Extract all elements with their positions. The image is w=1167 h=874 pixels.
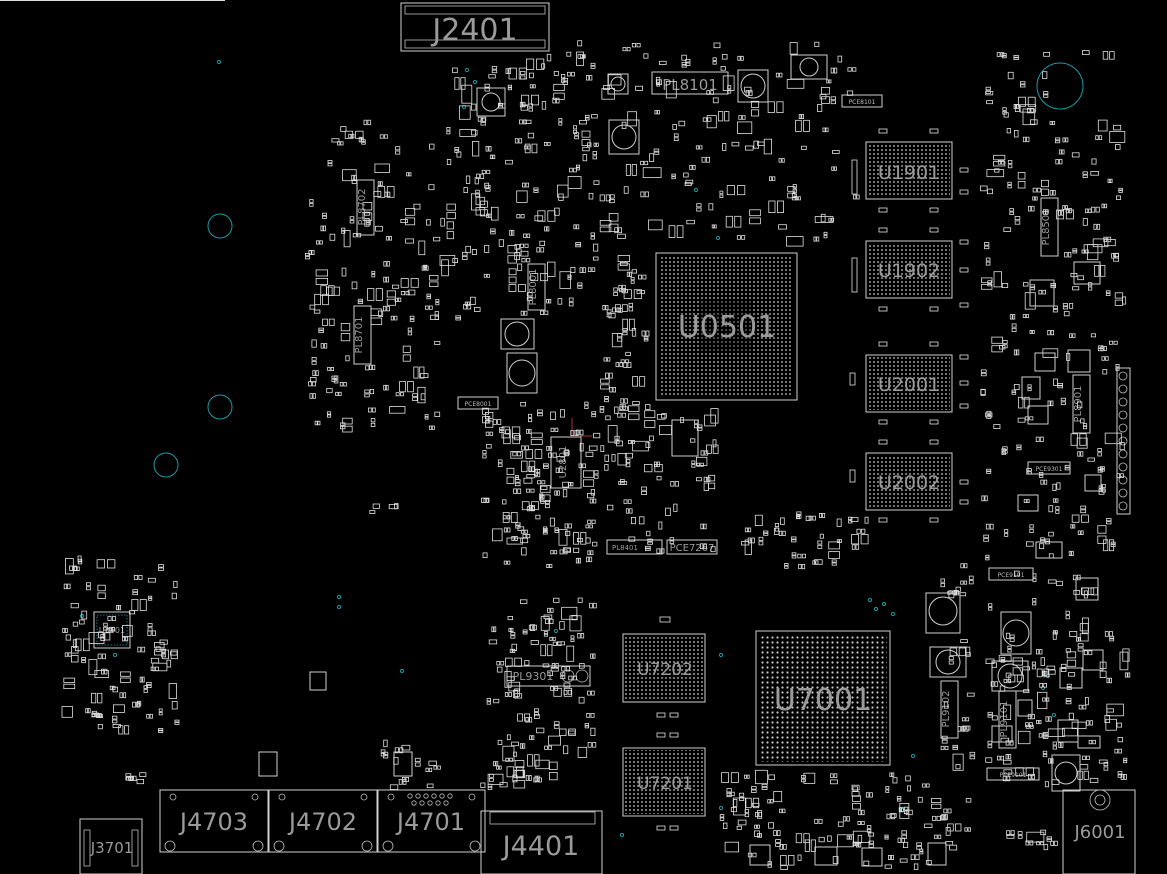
- inductor-pl8701[interactable]: PL8701: [353, 305, 372, 365]
- cap-pce9101-lower[interactable]: PCE9101: [986, 767, 1040, 781]
- label-pl9102: PL9102: [941, 690, 952, 727]
- label-j2401: J2401: [430, 13, 517, 48]
- chip-u2001[interactable]: U2001: [865, 354, 953, 413]
- inductor-pl8901[interactable]: PL8901: [1072, 374, 1091, 434]
- memory-side-pads: [849, 128, 969, 523]
- label-pl8901: PL8901: [1073, 385, 1084, 422]
- u72-pads: [656, 616, 679, 831]
- cap-pce7267[interactable]: PCE7267: [666, 539, 718, 555]
- misc-footprints: [258, 261, 1104, 867]
- label-pl8702: PL8702: [357, 188, 368, 225]
- label-j6001: J6001: [1073, 822, 1125, 843]
- label-pl8501: PL8501: [1041, 208, 1052, 245]
- mounting-holes: [153, 62, 1084, 478]
- cap-pce8001[interactable]: PCE8001: [457, 396, 499, 410]
- label-pl9301: PL9301: [513, 670, 554, 683]
- label-j4703: J4703: [178, 808, 248, 836]
- chip-u7201[interactable]: U7201: [622, 747, 706, 817]
- label-pce7267: PCE7267: [670, 543, 715, 554]
- label-pl8701: PL8701: [354, 316, 365, 353]
- label-u2801: U2801: [558, 446, 569, 479]
- cap-pce9101[interactable]: PCE9101: [988, 567, 1034, 581]
- chip-u0501[interactable]: U0501: [655, 252, 798, 401]
- label-u1902: U1902: [878, 260, 940, 282]
- label-j4702: J4702: [287, 808, 357, 836]
- label-pl9101: PL9101: [999, 700, 1010, 737]
- label-u7001: U7001: [774, 683, 872, 718]
- inductor-pl8401[interactable]: PL8401: [606, 539, 663, 555]
- chip-u2801[interactable]: U2801: [550, 436, 582, 489]
- label-u1901: U1901: [878, 162, 940, 184]
- label-j3701: J3701: [90, 839, 134, 857]
- connector-j6001[interactable]: J6001: [1062, 789, 1136, 874]
- label-pl8401: PL8401: [612, 544, 638, 552]
- connector-j4703[interactable]: J4703: [159, 789, 269, 853]
- label-u7201: U7201: [637, 774, 693, 794]
- chip-u1901[interactable]: U1901: [865, 141, 953, 200]
- label-u7202: U7202: [637, 660, 693, 680]
- label-u2002: U2002: [878, 472, 940, 494]
- label-j4701: J4701: [395, 808, 465, 836]
- label-pce8001: PCE8001: [465, 401, 492, 408]
- label-u2001: U2001: [878, 374, 940, 396]
- round-components: [476, 54, 1081, 792]
- label-pce9301: PCE9301: [1036, 466, 1063, 473]
- inductor-pl8501[interactable]: PL8501: [1040, 197, 1059, 257]
- connector-j3701[interactable]: J3701: [79, 818, 143, 874]
- inductor-pl8101[interactable]: PL8101: [651, 71, 729, 95]
- inductor-pl9102[interactable]: PL9102: [940, 680, 959, 739]
- chip-u7001[interactable]: U7001: [755, 630, 891, 766]
- connector-j2401[interactable]: J2401: [400, 2, 550, 52]
- connector-j4701[interactable]: J4701: [377, 789, 486, 853]
- chip-u1902[interactable]: U1902: [865, 240, 953, 299]
- connector-j4401[interactable]: J4401: [480, 810, 603, 874]
- chip-u7202[interactable]: U7202: [622, 633, 706, 703]
- label-pce9101-lower: PCE9101: [1000, 772, 1027, 779]
- cap-pce8101[interactable]: PCE8101: [841, 94, 883, 108]
- label-pce9101: PCE9101: [998, 572, 1025, 579]
- inductor-pl8702[interactable]: PL8702: [356, 179, 375, 236]
- right-header: [1116, 367, 1131, 515]
- chip-u2002[interactable]: U2002: [865, 452, 953, 511]
- connector-j4702[interactable]: J4702: [268, 789, 378, 853]
- label-pl8001: PL8001: [528, 268, 539, 305]
- cap-pce9301[interactable]: PCE9301: [1027, 461, 1071, 475]
- label-j4401: J4401: [501, 831, 580, 862]
- passive-components: [61, 40, 1131, 870]
- label-u0501: U0501: [678, 310, 776, 345]
- inductor-pl8001[interactable]: PL8001: [527, 263, 546, 311]
- label-pce8101: PCE8101: [849, 99, 876, 106]
